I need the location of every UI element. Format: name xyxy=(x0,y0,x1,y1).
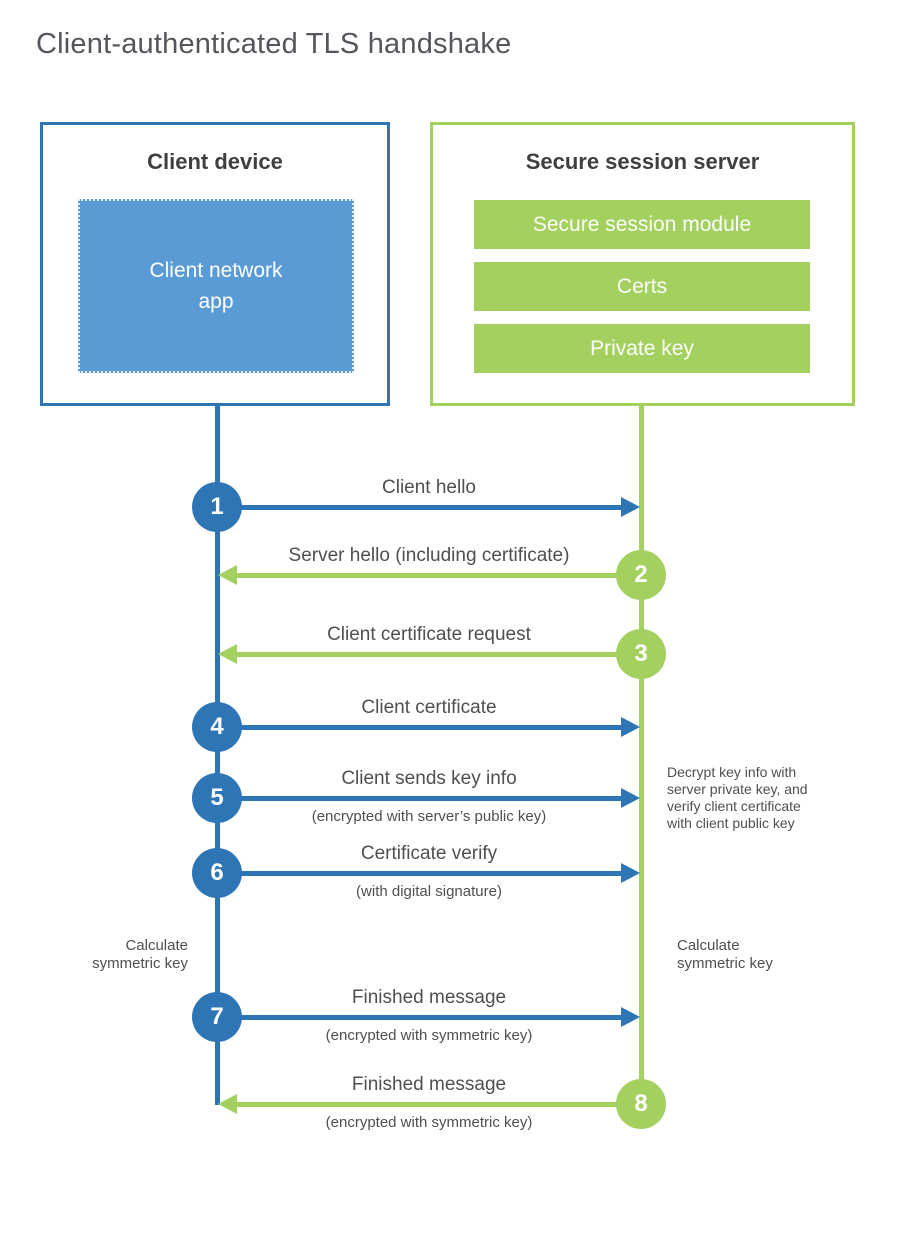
step-7-arrow xyxy=(217,1015,621,1020)
step-8-arrowhead-icon xyxy=(218,1094,237,1114)
step-1-label: Client hello xyxy=(382,477,476,498)
server-lifeline xyxy=(639,405,644,1105)
step-4-arrowhead-icon xyxy=(621,717,640,737)
step-1-badge: 1 xyxy=(192,482,242,532)
step-7-sublabel: (encrypted with symmetric key) xyxy=(325,1027,533,1044)
step-7-badge: 7 xyxy=(192,992,242,1042)
step-5-label: Client sends key info xyxy=(341,768,517,789)
client-lifeline xyxy=(215,405,220,1105)
step-4-badge: 4 xyxy=(192,702,242,752)
step-5-arrowhead-icon xyxy=(621,788,640,808)
step-1-arrowhead-icon xyxy=(621,497,640,517)
step-5-badge: 5 xyxy=(192,773,242,823)
step-6-arrow xyxy=(217,871,621,876)
step-8-arrow xyxy=(236,1102,641,1107)
step-4-label: Client certificate xyxy=(361,697,497,718)
server-module-bar-certs: Certs xyxy=(474,262,810,311)
step-2-label: Server hello (including certificate) xyxy=(288,545,570,566)
step-3-arrowhead-icon xyxy=(218,644,237,664)
step-8-badge: 8 xyxy=(616,1079,666,1129)
step-4-arrow xyxy=(217,725,621,730)
client-device-heading: Client device xyxy=(147,149,283,174)
step-6-sublabel: (with digital signature) xyxy=(356,883,502,900)
server-module-bar-secure-session: Secure session module xyxy=(474,200,810,249)
note-calculate-symmetric-key-server: Calculate symmetric key xyxy=(677,937,773,972)
step-2-arrowhead-icon xyxy=(218,565,237,585)
step-5-arrow xyxy=(217,796,621,801)
step-6-arrowhead-icon xyxy=(621,863,640,883)
note-calculate-symmetric-key-client: Calculate symmetric key xyxy=(92,937,188,972)
step-7-label: Finished message xyxy=(351,987,507,1008)
step-3-label: Client certificate request xyxy=(327,624,531,645)
step-5-sublabel: (encrypted with server’s public key) xyxy=(311,808,547,825)
page-title: Client-authenticated TLS handshake xyxy=(36,28,512,60)
server-heading: Secure session server xyxy=(525,149,760,174)
server-module-bar-private-key: Private key xyxy=(474,324,810,373)
client-network-app-box: Client network app xyxy=(78,199,354,373)
step-6-label: Certificate verify xyxy=(360,843,498,864)
step-2-arrow xyxy=(236,573,641,578)
note-decrypt-key-info: Decrypt key info with server private key… xyxy=(667,764,808,832)
step-8-label: Finished message xyxy=(351,1074,507,1095)
step-6-badge: 6 xyxy=(192,848,242,898)
step-1-arrow xyxy=(217,505,621,510)
step-8-sublabel: (encrypted with symmetric key) xyxy=(325,1114,533,1131)
step-7-arrowhead-icon xyxy=(621,1007,640,1027)
step-3-badge: 3 xyxy=(616,629,666,679)
step-3-arrow xyxy=(236,652,641,657)
step-2-badge: 2 xyxy=(616,550,666,600)
